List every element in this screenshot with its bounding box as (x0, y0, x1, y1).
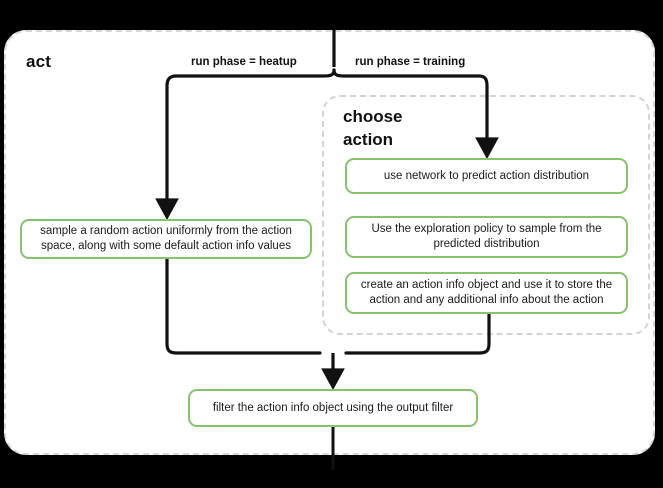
choose-action-group-title: choose action (343, 105, 493, 151)
node-use-network[interactable]: use network to predict action distributi… (345, 158, 628, 194)
node-filter-action-info[interactable]: filter the action info object using the … (188, 389, 478, 427)
node-sample-random-action[interactable]: sample a random action uniformly from th… (20, 219, 312, 259)
act-group-title: act (26, 52, 52, 71)
choose-action-title-line1: choose (343, 107, 403, 126)
edge-label-training: run phase = training (355, 56, 466, 68)
edge-label-heatup: run phase = heatup (191, 56, 297, 68)
choose-action-title-line2: action (343, 130, 394, 149)
node-create-action-info[interactable]: create an action info object and use it … (345, 272, 628, 314)
node-exploration-policy[interactable]: Use the exploration policy to sample fro… (345, 216, 628, 258)
